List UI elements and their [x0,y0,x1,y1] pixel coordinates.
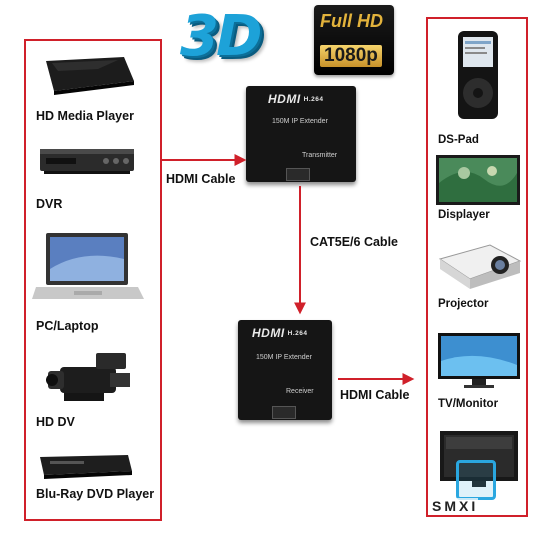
transmitter-codec: H.264 [303,96,324,104]
source-label-bluray: Blu-Ray DVD Player [36,487,155,501]
monitor-icon [440,431,518,487]
3d-logo: 3D [180,4,262,69]
transmitter-port [286,168,310,181]
receiver-model: 150M IP Extender [256,354,312,361]
projector-icon [438,244,522,289]
camcorder-icon [46,353,130,401]
tv-icon [438,333,520,388]
network-cable-label: CAT5E/6 Cable [310,235,398,249]
full-hd-text: Full HD [320,11,383,31]
display-devices-panel: DS-Pad Displayer Projector TV/Monitor [426,17,528,517]
source-devices-panel: HD Media Player DVR PC/Laptop HD DV Blu-… [24,39,162,521]
source-label-laptop: PC/Laptop [36,319,99,333]
displayer-icon [436,155,520,205]
source-label-hd-dv: HD DV [36,415,75,429]
laptop-icon [32,233,144,299]
full-hd-badge: Full HD 1080p [314,5,394,75]
dvr-icon [40,149,134,174]
watermark-logo-icon [456,460,496,500]
source-label-media-player: HD Media Player [36,109,134,123]
watermark-text: SMXI [432,498,479,514]
input-cable-label: HDMI Cable [166,172,236,186]
transmitter-role: Transmitter [302,152,338,159]
receiver-port [272,406,296,419]
bluray-player-icon [40,455,132,479]
receiver-codec: H.264 [287,330,308,338]
display-label-tv-monitor: TV/Monitor [438,398,499,410]
display-label-projector: Projector [438,298,489,310]
transmitter-brand: HDMI [268,92,301,106]
ipod-icon [458,31,498,119]
receiver-brand: HDMI [252,326,285,340]
display-label-ds-pad: DS-Pad [438,134,479,146]
output-cable-label: HDMI Cable [340,388,410,402]
resolution-text: 1080p [320,45,382,67]
source-label-dvr: DVR [36,197,63,211]
display-label-displayer: Displayer [438,209,490,221]
receiver-role: Receiver [286,388,314,395]
transmitter-model: 150M IP Extender [272,118,328,125]
media-player-icon [46,57,134,95]
